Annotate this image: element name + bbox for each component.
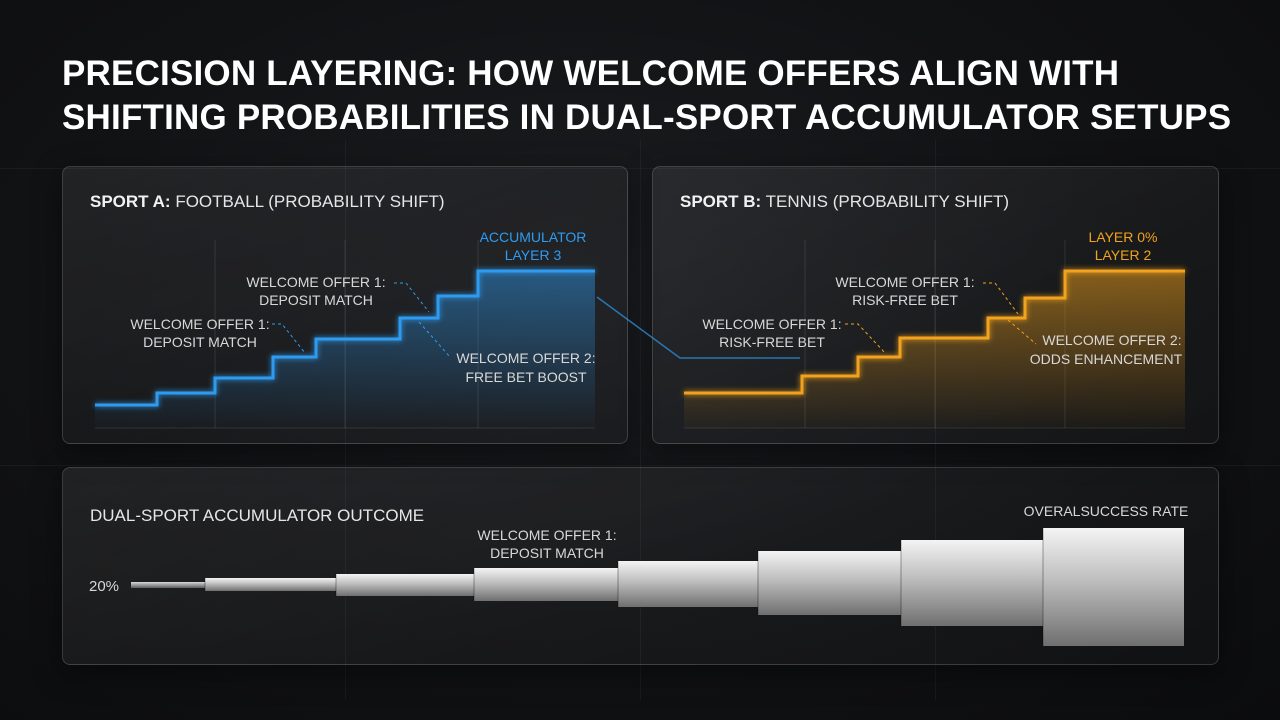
- leader-line: [983, 282, 1019, 315]
- panel-b-annotations: LAYER 0% LAYER 2 WELCOME OFFER 1: RISK-F…: [702, 229, 1182, 367]
- panel-a-heading: SPORT A: FOOTBALL (PROBABILITY SHIFT): [90, 192, 445, 212]
- panel-c-labels: 20% WELCOME OFFER 1: DEPOSIT MATCH OVERA…: [89, 503, 1188, 595]
- cylinder-segment: [474, 568, 618, 601]
- cylinder-segment: [618, 561, 758, 607]
- leader-line: [418, 321, 451, 358]
- annotation-a2-line1: WELCOME OFFER 2:: [456, 350, 595, 366]
- panel-b-area: [684, 271, 1185, 428]
- cylinder-segment: [901, 540, 1043, 626]
- annotation-c-line2: DEPOSIT MATCH: [490, 545, 604, 561]
- annotation-a2-line2: FREE BET BOOST: [465, 369, 587, 385]
- panel-a-annotations: ACCUMULATOR LAYER 3 WELCOME OFFER 1: DEP…: [130, 229, 595, 385]
- annotation-b0-line2: RISK-FREE BET: [719, 334, 825, 350]
- annotation-b1-line2: RISK-FREE BET: [852, 292, 958, 308]
- title-line-2: SHIFTING PROBABILITIES IN DUAL-SPORT ACC…: [62, 98, 1232, 137]
- annotation-b0-line1: WELCOME OFFER 1:: [702, 316, 841, 332]
- leader-line: [845, 323, 887, 355]
- end-value-label: OVERALSUCCESS RATE: [1024, 503, 1189, 519]
- layer-label-a-2: LAYER 3: [505, 247, 562, 263]
- cylinder-joints: [204, 528, 1044, 646]
- leader-line: [1007, 319, 1037, 345]
- panel-b-step-line: [684, 269, 1185, 395]
- panel-b-heading: SPORT B: TENNIS (PROBABILITY SHIFT): [680, 192, 1009, 212]
- leader-line: [272, 323, 306, 354]
- cylinder-segment: [1043, 528, 1184, 646]
- title-line-1: PRECISION LAYERING: HOW WELCOME OFFERS A…: [62, 54, 1120, 93]
- outcome-cylinders: [131, 528, 1184, 646]
- leader-line: [394, 282, 430, 313]
- start-value-label: 20%: [89, 578, 119, 595]
- annotation-a1-line1: WELCOME OFFER 1:: [246, 274, 385, 290]
- layer-label-b-2: LAYER 2: [1095, 247, 1152, 263]
- grid-line: [0, 465, 1280, 466]
- grid-line: [0, 168, 1280, 169]
- panel-connector: [596, 296, 800, 359]
- grid-line: [640, 140, 641, 700]
- panel-a-heading-bold: SPORT A:: [90, 192, 171, 211]
- panel-b-heading-rest: TENNIS (PROBABILITY SHIFT): [761, 192, 1010, 211]
- page-title: PRECISION LAYERING: HOW WELCOME OFFERS A…: [62, 52, 1242, 140]
- cylinder-segment: [336, 574, 474, 596]
- annotation-a1-line2: DEPOSIT MATCH: [259, 292, 373, 308]
- cylinder-segment: [758, 551, 901, 615]
- layer-label-a-1: ACCUMULATOR: [480, 229, 587, 245]
- panel-a-area: [95, 271, 595, 428]
- annotation-b1-line1: WELCOME OFFER 1:: [835, 274, 974, 290]
- annotation-c-line1: WELCOME OFFER 1:: [477, 527, 616, 543]
- annotation-a0-line2: DEPOSIT MATCH: [143, 334, 257, 350]
- annotation-b2-line2: ODDS ENHANCEMENT: [1030, 351, 1183, 367]
- panel-a-heading-rest: FOOTBALL (PROBABILITY SHIFT): [170, 192, 445, 211]
- panel-b-heading-bold: SPORT B:: [680, 192, 762, 211]
- cylinder-segment: [131, 582, 205, 588]
- cylinder-segment: [205, 578, 336, 591]
- layer-label-b-1: LAYER 0%: [1089, 229, 1158, 245]
- panel-c-heading: DUAL-SPORT ACCUMULATOR OUTCOME: [90, 506, 425, 525]
- panel-a-step-line: [95, 269, 595, 407]
- annotation-a0-line1: WELCOME OFFER 1:: [130, 316, 269, 332]
- annotation-b2-line1: WELCOME OFFER 2:: [1042, 332, 1181, 348]
